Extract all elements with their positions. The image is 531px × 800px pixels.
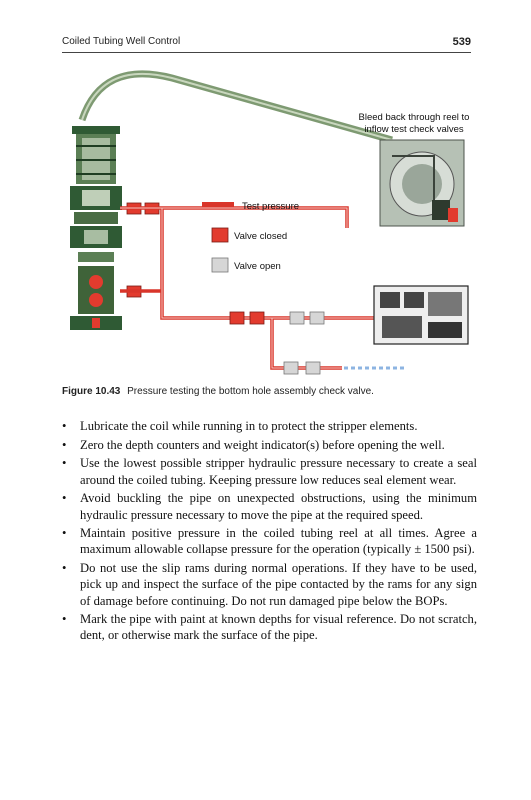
list-item: • Do not use the slip rams during normal … bbox=[62, 560, 477, 609]
pressure-test-diagram: Bleed back through reel to inflow test c… bbox=[70, 70, 470, 375]
legend-test-pressure-swatch bbox=[202, 202, 234, 207]
list-item-text: Zero the depth counters and weight indic… bbox=[80, 437, 445, 452]
bullet-icon: • bbox=[62, 561, 67, 576]
list-item: • Avoid buckling the pipe on unexpected o… bbox=[62, 490, 477, 522]
list-item: • Mark the pipe with paint at known depth… bbox=[62, 611, 477, 643]
legend-valve-closed-label: Valve closed bbox=[234, 231, 287, 242]
bullet-icon: • bbox=[62, 437, 67, 452]
list-item: • Use the lowest possible stripper hydrau… bbox=[62, 455, 477, 487]
figure-caption: Figure 10.43 Pressure testing the bottom… bbox=[62, 386, 482, 397]
bullet-icon: • bbox=[62, 456, 67, 471]
coiled-tubing-reel-icon bbox=[379, 139, 465, 227]
header-rule bbox=[62, 52, 471, 53]
list-item-text: Use the lowest possible stripper hydraul… bbox=[80, 456, 477, 487]
list-item: • Maintain positive pressure in the coile… bbox=[62, 525, 477, 557]
bullet-icon: • bbox=[62, 491, 67, 506]
figure-caption-text: Pressure testing the bottom hole assembl… bbox=[127, 386, 374, 397]
running-title: Coiled Tubing Well Control bbox=[62, 36, 181, 47]
list-item: • Lubricate the coil while running in to … bbox=[62, 418, 477, 434]
list-item-text: Avoid buckling the pipe on unexpected ob… bbox=[80, 491, 477, 522]
list-item: • Zero the depth counters and weight indi… bbox=[62, 437, 477, 453]
page-number: 539 bbox=[452, 36, 471, 48]
bullet-icon: • bbox=[62, 419, 67, 433]
legend-valve-open-swatch bbox=[211, 257, 229, 273]
list-item-text: Do not use the slip rams during normal o… bbox=[80, 561, 477, 608]
bullet-icon: • bbox=[62, 526, 67, 541]
callout-line-1: Bleed back through reel to bbox=[359, 112, 470, 123]
callout-line-2: inflow test check valves bbox=[364, 124, 464, 135]
wellhead-stack-icon bbox=[70, 126, 122, 330]
manifold-valves bbox=[229, 311, 325, 375]
list-item-text: Mark the pipe with paint at known depths… bbox=[80, 612, 477, 643]
legend-valve-open-label: Valve open bbox=[234, 261, 281, 272]
stack-valves bbox=[126, 202, 160, 298]
legend-test-pressure-label: Test pressure bbox=[242, 201, 299, 212]
bullet-list: • Lubricate the coil while running in to … bbox=[62, 418, 477, 646]
list-item-text: Lubricate the coil while running in to p… bbox=[80, 419, 418, 433]
gooseneck-arc bbox=[78, 70, 393, 144]
legend: Test pressure Valve closed Valve open bbox=[202, 201, 299, 273]
bullet-icon: • bbox=[62, 612, 67, 627]
control-cabin-icon bbox=[373, 285, 469, 345]
list-item-text: Maintain positive pressure in the coiled… bbox=[80, 526, 477, 557]
legend-valve-closed-swatch bbox=[211, 227, 229, 243]
figure-number: Figure 10.43 bbox=[62, 386, 121, 397]
